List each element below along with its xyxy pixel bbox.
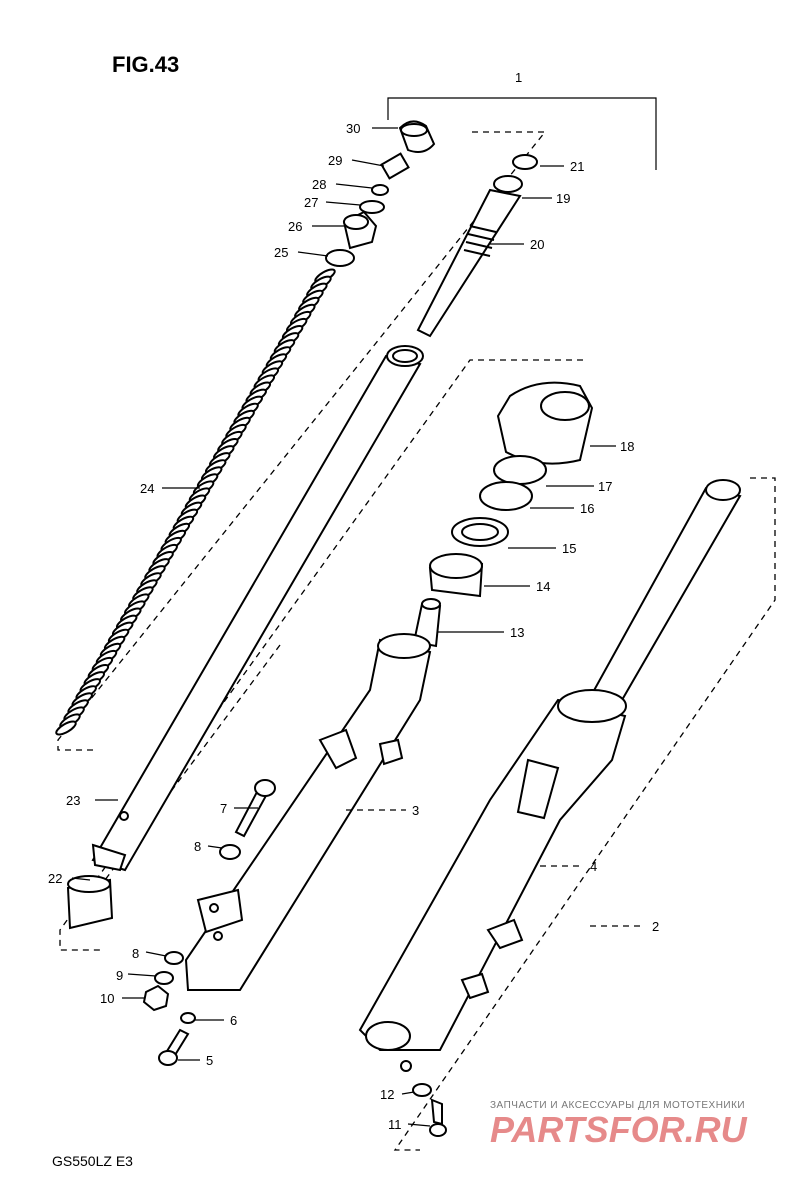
callout-18: 18	[620, 439, 634, 454]
callout-3: 3	[412, 803, 419, 818]
figure-title: FIG.43	[112, 52, 179, 77]
outer-tube-part-4	[358, 689, 627, 1072]
callout-29: 29	[328, 153, 342, 168]
callout-11: 11	[388, 1117, 402, 1132]
leader-lines	[71, 127, 644, 1127]
watermark-brand: PARTSFOR.RU	[490, 1109, 748, 1150]
callout-4: 4	[590, 859, 597, 874]
assembly-outline-inner-tube	[57, 131, 547, 751]
fork-spring-part-24	[55, 268, 336, 736]
callout-30: 30	[346, 121, 360, 136]
callout-21: 21	[570, 159, 584, 174]
lock-washer-part-9	[154, 971, 174, 985]
callout-1: 1	[515, 70, 522, 85]
callout-24: 24	[140, 481, 154, 496]
callout-13: 13	[510, 625, 524, 640]
callout-20: 20	[530, 237, 544, 252]
spacer-part-26	[342, 210, 378, 250]
callout-8-upper: 8	[194, 839, 201, 854]
stanchion-right	[590, 479, 742, 702]
rebound-spring-part-20	[463, 225, 497, 257]
callout-15: 15	[562, 541, 576, 556]
washer-part-28	[371, 184, 389, 196]
bushing-part-22	[66, 875, 114, 930]
nut-part-10	[142, 984, 170, 1012]
callout-8-lower: 8	[132, 946, 139, 961]
oil-lock-piece-part-13	[412, 598, 442, 648]
callout-7: 7	[220, 801, 227, 816]
callout-27: 27	[304, 195, 318, 210]
assembly-bracket-1	[387, 97, 657, 170]
bolt-part-5	[158, 1028, 190, 1066]
callout-5: 5	[206, 1053, 213, 1068]
washer-part-8-lower	[164, 951, 184, 965]
piston-ring-part-21	[512, 154, 538, 170]
callout-23: 23	[66, 793, 80, 808]
callout-26: 26	[288, 219, 302, 234]
washer-part-8-upper	[219, 844, 241, 860]
washer-part-12	[412, 1083, 432, 1097]
bolt-part-7	[234, 779, 276, 838]
seat-part-25	[325, 249, 355, 267]
callout-28: 28	[312, 177, 326, 192]
callout-9: 9	[116, 968, 123, 983]
stopper-ring-part-17	[493, 455, 547, 485]
outer-tube-part-3	[184, 633, 432, 991]
inner-tube-part-23	[91, 345, 424, 872]
watermark: ЗАПЧАСТИ И АКСЕССУАРЫ ДЛЯ МОТОТЕХНИКИ PA…	[490, 1100, 748, 1150]
dust-seal-part-18	[496, 381, 594, 465]
callout-12: 12	[380, 1087, 394, 1102]
guide-bushing-part-14	[428, 553, 484, 598]
circlip-part-27	[359, 200, 385, 214]
callout-10: 10	[100, 991, 114, 1006]
spring-coil	[55, 720, 77, 736]
oil-seal-retainer-part-16	[479, 481, 533, 511]
callout-6: 6	[230, 1013, 237, 1028]
oil-seal-part-15	[451, 517, 509, 547]
assembly-outline-right	[393, 477, 776, 1151]
model-code: GS550LZ E3	[52, 1153, 133, 1169]
watermark-caption: ЗАПЧАСТИ И АКСЕССУАРЫ ДЛЯ МОТОТЕХНИКИ	[490, 1100, 745, 1111]
callout-17: 17	[598, 479, 612, 494]
callout-19: 19	[556, 191, 570, 206]
o-ring-part-29	[380, 152, 410, 180]
callout-16: 16	[580, 501, 594, 516]
cap-bolt-part-30	[398, 120, 436, 153]
callout-14: 14	[536, 579, 550, 594]
callout-25: 25	[274, 245, 288, 260]
gasket-part-6	[180, 1012, 196, 1024]
callout-22: 22	[48, 871, 62, 886]
callout-2: 2	[652, 919, 659, 934]
bolt-part-11	[429, 1098, 447, 1137]
damper-rod-part-19	[416, 175, 523, 338]
callout-labels: 1 2 3 4 5 6 7 8 8 9 10 11 12 13 14 15 16…	[48, 70, 659, 1132]
